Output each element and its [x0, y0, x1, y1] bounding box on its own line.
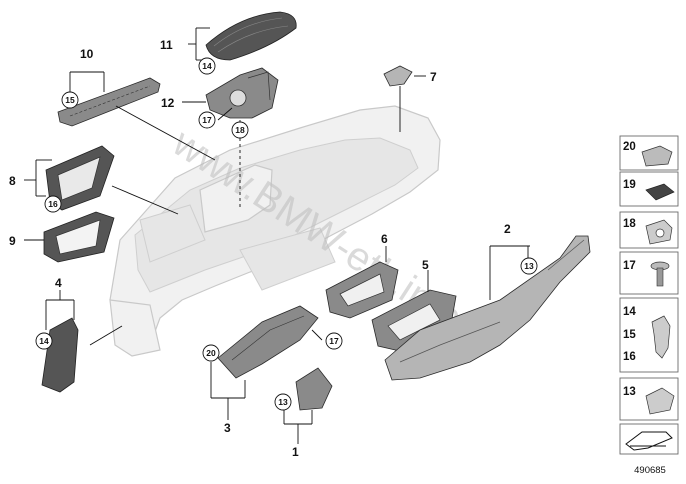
callout-9: 9: [9, 234, 16, 248]
callout-10: 10: [80, 47, 94, 61]
circled-15: 15: [65, 95, 75, 105]
legend-label-14: 14: [623, 306, 636, 318]
legend-box-17: [619, 251, 679, 295]
circled-14-left: 14: [39, 336, 49, 346]
diagram-reference-number: 490685: [634, 465, 666, 476]
legend-label-19: 19: [623, 179, 636, 191]
fastener-legend: 20 19 18 17 14 15 16: [619, 135, 679, 455]
circled-17-top: 17: [202, 115, 212, 125]
spring-clip-icon: [651, 315, 671, 359]
circled-14-top: 14: [202, 61, 212, 71]
callouts: 1 2 3 4 5 6 7 8 9 10 11 12: [9, 38, 511, 459]
circled-16: 16: [48, 199, 58, 209]
assembly-arrow-icon: [625, 431, 673, 451]
legend-label-20: 20: [623, 141, 636, 153]
part-7-clip: [383, 65, 413, 87]
part-12-bracket: [205, 67, 279, 119]
callout-5: 5: [422, 258, 429, 272]
pad-icon: [645, 183, 675, 201]
circled-13-bottom: 13: [278, 397, 288, 407]
legend-label-15: 15: [623, 329, 636, 341]
circled-18: 18: [235, 125, 245, 135]
callout-12: 12: [161, 96, 175, 110]
legend-label-13: 13: [623, 386, 636, 398]
legend-label-16: 16: [623, 351, 636, 363]
clip-icon: [641, 145, 673, 167]
part-2-console-trim: [384, 235, 591, 381]
circled-17-right: 17: [329, 336, 339, 346]
callout-3: 3: [224, 421, 231, 435]
nut-clip-icon: [645, 219, 673, 245]
callout-4: 4: [55, 276, 62, 290]
part-3-lower-bracket: [217, 305, 319, 379]
screw-icon: [650, 261, 670, 287]
legend-label-18: 18: [623, 218, 636, 230]
legend-label-17: 17: [623, 260, 636, 272]
callout-1: 1: [292, 445, 299, 459]
part-9-lower-frame: [43, 211, 115, 263]
part-1-small-cover: [295, 367, 333, 411]
circled-20: 20: [206, 348, 216, 358]
callout-8: 8: [9, 174, 16, 188]
callout-6: 6: [381, 232, 388, 246]
circled-13-right: 13: [524, 261, 534, 271]
part-6-mounting-frame: [325, 261, 399, 319]
callout-2: 2: [504, 222, 511, 236]
callout-11: 11: [160, 38, 173, 52]
part-11-speaker-grille: [205, 11, 297, 61]
clip-nut-icon: [645, 387, 675, 415]
leader-lines: [24, 27, 530, 444]
circled-callouts: 14 15 17 18 16 14 13 20 17 13: [35, 57, 538, 411]
dashboard-panel: [109, 105, 441, 357]
callout-7: 7: [430, 70, 437, 84]
part-10-trim-strip: [57, 77, 161, 127]
part-4-side-cover: [41, 317, 79, 393]
